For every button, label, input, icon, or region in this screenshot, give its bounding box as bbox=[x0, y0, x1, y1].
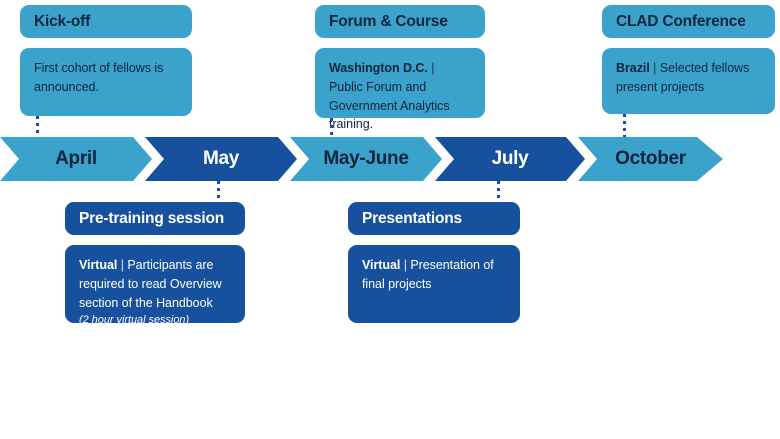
event-body-lead-presentations: Virtual bbox=[362, 258, 401, 272]
event-card-title-clad-conference[interactable]: CLAD Conference bbox=[602, 5, 775, 38]
event-body-lead-pre-training-session: Virtual bbox=[79, 258, 118, 272]
event-card-title-pre-training-session[interactable]: Pre-training session bbox=[65, 202, 245, 235]
event-card-title-forum-course[interactable]: Forum & Course bbox=[315, 5, 485, 38]
event-body-separator-clad-conference: | bbox=[649, 61, 660, 75]
event-body-presentations: Virtual | Presentation of final projects bbox=[362, 256, 506, 294]
event-body-text-kick-off: First cohort of fellows is announced. bbox=[34, 61, 164, 94]
timeline-segment-july[interactable]: July bbox=[435, 137, 585, 181]
event-card-body-kick-off[interactable]: First cohort of fellows is announced. bbox=[20, 48, 192, 116]
timeline-bar: April May May-June July October bbox=[0, 137, 780, 183]
connector-kick-off bbox=[36, 116, 39, 138]
event-card-title-kick-off[interactable]: Kick-off bbox=[20, 5, 192, 38]
event-title-presentations: Presentations bbox=[362, 209, 462, 227]
event-body-lead-clad-conference: Brazil bbox=[616, 61, 650, 75]
event-body-text-presentations: Presentation of final projects bbox=[362, 258, 494, 291]
event-body-pre-training-session: Virtual | Participants are required to r… bbox=[79, 256, 231, 328]
event-body-text-clad-conference: Selected fellows present projects bbox=[616, 61, 750, 94]
event-title-kick-off: Kick-off bbox=[34, 12, 91, 30]
event-card-body-pre-training-session[interactable]: Virtual | Participants are required to r… bbox=[65, 245, 245, 326]
event-body-text-forum-course: Public Forum and Government Analytics tr… bbox=[329, 79, 450, 132]
event-body-kick-off: First cohort of fellows is announced. bbox=[34, 59, 178, 97]
timeline-segment-label-april: April bbox=[55, 148, 97, 169]
timeline-segment-label-july: July bbox=[491, 148, 529, 169]
event-body-separator-pre-training-session: | bbox=[117, 258, 128, 272]
event-body-separator-forum-course: | bbox=[427, 61, 435, 75]
event-title-forum-course: Forum & Course bbox=[329, 12, 448, 30]
event-body-note-pre-training-session: (2 hour virtual session) bbox=[79, 314, 190, 327]
event-body-forum-course: Washington D.C. | Public Forum and Gover… bbox=[329, 59, 471, 134]
timeline-segment-label-may-june: May-June bbox=[323, 148, 409, 169]
event-body-separator-presentations: | bbox=[400, 258, 411, 272]
timeline-segment-april[interactable]: April bbox=[0, 137, 152, 181]
connector-pre-training-session bbox=[217, 181, 220, 202]
connector-forum-course bbox=[330, 118, 333, 138]
timeline-segment-label-may: May bbox=[202, 148, 240, 169]
event-card-body-forum-course[interactable]: Washington D.C. | Public Forum and Gover… bbox=[315, 48, 485, 131]
timeline-segment-october[interactable]: October bbox=[578, 137, 723, 181]
connector-clad-conference bbox=[623, 114, 626, 138]
timeline-segment-label-october: October bbox=[615, 148, 686, 169]
connector-presentations bbox=[497, 181, 500, 202]
event-card-body-presentations[interactable]: Virtual | Presentation of final projects bbox=[348, 245, 520, 323]
event-body-clad-conference: Brazil | Selected fellows present projec… bbox=[616, 59, 761, 97]
timeline-segment-may[interactable]: May bbox=[145, 137, 297, 181]
event-card-body-clad-conference[interactable]: Brazil | Selected fellows present projec… bbox=[602, 48, 775, 114]
timeline-segment-may-june[interactable]: May-June bbox=[290, 137, 442, 181]
event-title-clad-conference: CLAD Conference bbox=[616, 12, 746, 30]
event-card-title-presentations[interactable]: Presentations bbox=[348, 202, 520, 235]
event-body-text-pre-training-session: Participants are required to read Overvi… bbox=[79, 258, 222, 310]
event-body-lead-forum-course: Washington D.C. bbox=[329, 61, 428, 75]
event-title-pre-training-session: Pre-training session bbox=[79, 209, 225, 227]
